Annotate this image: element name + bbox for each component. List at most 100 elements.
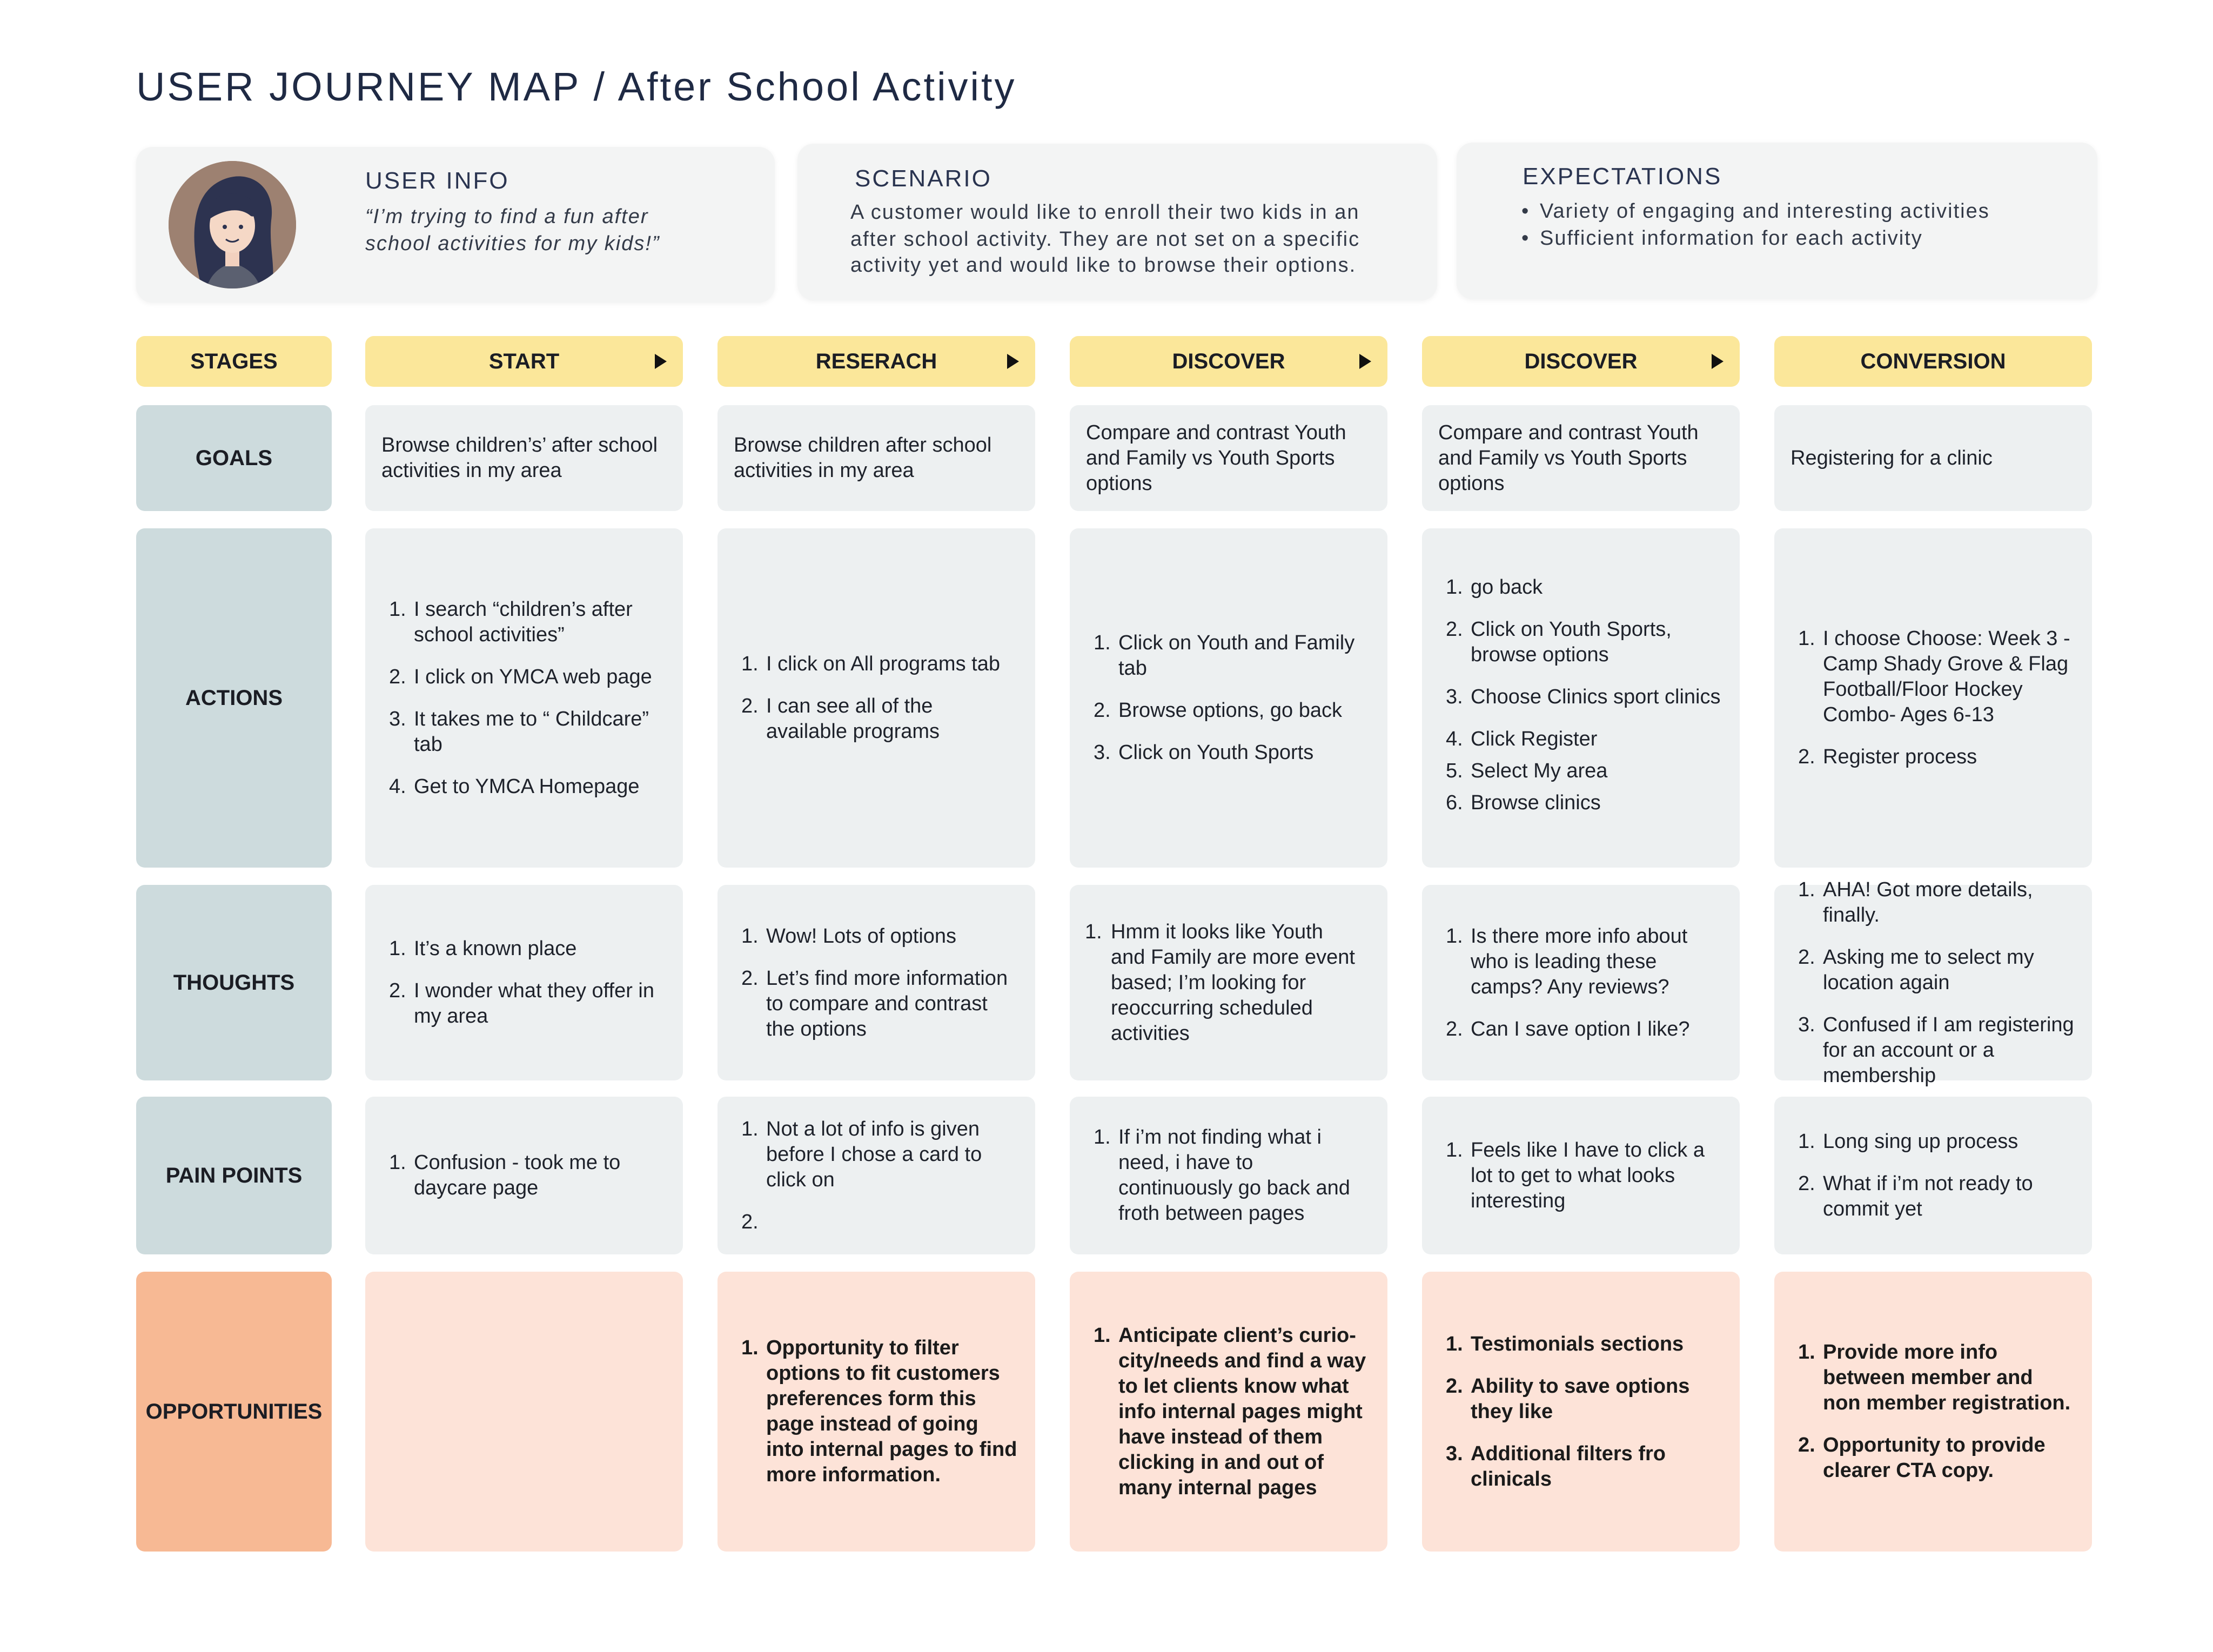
stages-label: STAGES	[136, 336, 332, 387]
list-item: 4.Click Register	[1446, 728, 1598, 750]
thoughts-list: 1.Wow! Lots of options 2.Let’s find more…	[734, 924, 1019, 1042]
list-item: 1.Confusion - took me to daycare page	[389, 1151, 621, 1199]
actions-list: 1.I search “children’s after school acti…	[381, 597, 667, 800]
goal-cell-research: Browse children after school activities …	[717, 405, 1035, 511]
list-item: 2.Register process	[1798, 746, 1977, 768]
thoughts-list: 1.Hmm it looks like Youth and Family are…	[1077, 919, 1363, 1046]
user-quote-line-1: “I’m trying to find a fun after	[365, 205, 649, 228]
thoughts-list: 1.AHA! Got more details, finally. 2.Aski…	[1790, 877, 2076, 1089]
list-item: 1.Feels like I have to click a lot to ge…	[1446, 1138, 1705, 1212]
list-item: 2.Asking me to select my location again	[1798, 946, 2034, 994]
user-avatar-illustration	[169, 161, 296, 288]
list-item: 4.Get to YMCA Homepage	[389, 775, 640, 798]
goal-text: Compare and contrast Youth and Family vs…	[1438, 421, 1699, 495]
list-item: 1.AHA! Got more details, finally.	[1798, 878, 2033, 926]
scenario-line-1: A customer would like to enroll their tw…	[850, 201, 1360, 224]
pain-cell-start: 1.Confusion - took me to daycare page	[365, 1097, 683, 1254]
list-item: 2.Ability to save options they like	[1446, 1374, 1690, 1423]
stage-label: DISCOVER	[1524, 349, 1638, 373]
stage-discover-1: DISCOVER	[1070, 336, 1387, 387]
list-item: 5.Select My area	[1446, 760, 1608, 782]
list-item: 1.I search “children’s after school acti…	[389, 597, 633, 646]
pain-points-list: 1.Confusion - took me to daycare page	[381, 1150, 667, 1201]
row-label-actions: ACTIONS	[136, 528, 332, 868]
list-item: 3.Additional filters fro clinicals	[1446, 1442, 1666, 1490]
thoughts-list: 1.Is there more info about who is leadin…	[1438, 924, 1724, 1042]
play-arrow-icon	[1359, 354, 1371, 369]
goal-cell-conversion: Registering for a clinic	[1774, 405, 2092, 511]
list-item: 2.Browse options, go back	[1094, 699, 1343, 722]
thoughts-cell-start: 1.It’s a known place 2. I wonder what th…	[365, 885, 683, 1080]
list-item: 1.Anticipate client’s curio-city/needs a…	[1094, 1324, 1366, 1499]
list-item: 1.It’s a known place	[389, 937, 577, 960]
expectations-heading: EXPECTATIONS	[1523, 163, 1722, 190]
stage-conversion: CONVERSION	[1774, 336, 2092, 387]
list-item: 1.Not a lot of info is given before I ch…	[741, 1117, 982, 1191]
thoughts-list: 1.It’s a known place 2. I wonder what th…	[381, 936, 667, 1029]
play-arrow-icon	[655, 354, 667, 369]
user-quote-line-2: school activities for my kids!”	[365, 232, 660, 255]
goal-text: Registering for a clinic	[1790, 446, 1993, 469]
list-item: 6.Browse clinics	[1446, 791, 1601, 814]
list-item: 1.Provide more info between member and n…	[1798, 1341, 2071, 1414]
opportunity-cell-research: 1.Opportunity to filter options to fit c…	[717, 1272, 1035, 1552]
list-item: 2.Can I save option I like?	[1446, 1017, 1690, 1040]
list-item: 3.Confused if I am registering for an ac…	[1798, 1013, 2074, 1087]
list-item: 3.It takes me to “ Childcare” tab	[389, 707, 649, 756]
pain-points-list: 1.Long sing up process 2.What if i’m not…	[1790, 1129, 2076, 1222]
opportunities-list: 1.Testimonials sections 2.Ability to sav…	[1438, 1332, 1724, 1492]
play-arrow-icon	[1007, 354, 1019, 369]
list-item: 1.Is there more info about who is leadin…	[1446, 924, 1688, 998]
goal-text: Compare and contrast Youth and Family vs…	[1086, 421, 1346, 495]
user-info-heading: USER INFO	[365, 167, 509, 194]
scenario-line-3: activity yet and would like to browse th…	[850, 254, 1357, 277]
goal-text: Browse children after school activities …	[734, 434, 992, 482]
play-arrow-icon	[1712, 354, 1724, 369]
list-item: 2.Click on Youth Sports, browse options	[1446, 618, 1672, 666]
page-title: USER JOURNEY MAP / After School Activity	[136, 64, 1017, 109]
expectations-list: Variety of engaging and interesting acti…	[1519, 198, 1990, 252]
pain-cell-conversion: 1.Long sing up process 2.What if i’m not…	[1774, 1097, 2092, 1254]
list-item: 2.I click on YMCA web page	[389, 665, 652, 688]
row-label-thoughts: THOUGHTS	[136, 885, 332, 1080]
goal-cell-discover-1: Compare and contrast Youth and Family vs…	[1070, 405, 1387, 511]
list-item: 2.Opportunity to provide clearer CTA cop…	[1798, 1434, 2046, 1482]
list-item: 1.Opportunity to filter options to fit c…	[741, 1337, 1017, 1486]
opportunities-list: 1.Opportunity to filter options to fit c…	[734, 1335, 1019, 1488]
expectation-item: Variety of engaging and interesting acti…	[1519, 198, 1990, 225]
opportunity-cell-conversion: 1.Provide more info between member and n…	[1774, 1272, 2092, 1552]
list-item: 1.If i’m not finding what i need, i have…	[1094, 1126, 1350, 1225]
goal-cell-start: Browse children’s’ after school activiti…	[365, 405, 683, 511]
pain-cell-discover-2: 1.Feels like I have to click a lot to ge…	[1422, 1097, 1740, 1254]
scenario-line-2: after school activity. They are not set …	[850, 228, 1360, 251]
pain-points-list: 1.Not a lot of info is given before I ch…	[734, 1117, 1019, 1235]
list-item: 2.What if i’m not ready to commit yet	[1798, 1172, 2033, 1220]
stage-research: RESERACH	[717, 336, 1035, 387]
actions-cell-discover-2: 1.go back 2.Click on Youth Sports, brows…	[1422, 528, 1740, 868]
list-item: 1.Testimonials sections	[1446, 1332, 1684, 1355]
goal-text: Browse children’s’ after school activiti…	[381, 434, 658, 482]
pain-points-list: 1.Feels like I have to click a lot to ge…	[1438, 1138, 1724, 1214]
expectation-item: Sufficient information for each activity	[1519, 225, 1990, 252]
opportunities-list: 1.Anticipate client’s curio-city/needs a…	[1086, 1323, 1371, 1501]
opportunity-cell-start	[365, 1272, 683, 1552]
list-item: 3.Choose Clinics sport clinics	[1446, 686, 1721, 708]
list-item: 1.Long sing up process	[1798, 1130, 2018, 1153]
list-item: 1.Wow! Lots of options	[741, 924, 957, 948]
list-item: 3.Click on Youth Sports	[1094, 741, 1314, 764]
thoughts-cell-discover-1: 1.Hmm it looks like Youth and Family are…	[1070, 885, 1387, 1080]
opportunity-cell-discover-2: 1.Testimonials sections 2.Ability to sav…	[1422, 1272, 1740, 1552]
actions-list: 1.go back 2.Click on Youth Sports, brows…	[1438, 575, 1724, 816]
opportunity-cell-discover-1: 1.Anticipate client’s curio-city/needs a…	[1070, 1272, 1387, 1552]
pain-points-list: 1.If i’m not finding what i need, i have…	[1086, 1125, 1371, 1226]
actions-list: 1.I click on All programs tab 2.I can se…	[734, 652, 1019, 744]
scenario-heading: SCENARIO	[855, 165, 992, 192]
thoughts-cell-conversion: 1.AHA! Got more details, finally. 2.Aski…	[1774, 878, 2092, 1087]
scenario-card	[797, 144, 1437, 300]
thoughts-cell-discover-2: 1.Is there more info about who is leadin…	[1422, 885, 1740, 1080]
stage-discover-2: DISCOVER	[1422, 336, 1740, 387]
list-item: 2. I wonder what they offer in my area	[389, 979, 654, 1028]
goal-cell-discover-2: Compare and contrast Youth and Family vs…	[1422, 405, 1740, 511]
list-item: 2.Let’s find more information to compare…	[741, 966, 1008, 1040]
stage-start: START	[365, 336, 683, 387]
